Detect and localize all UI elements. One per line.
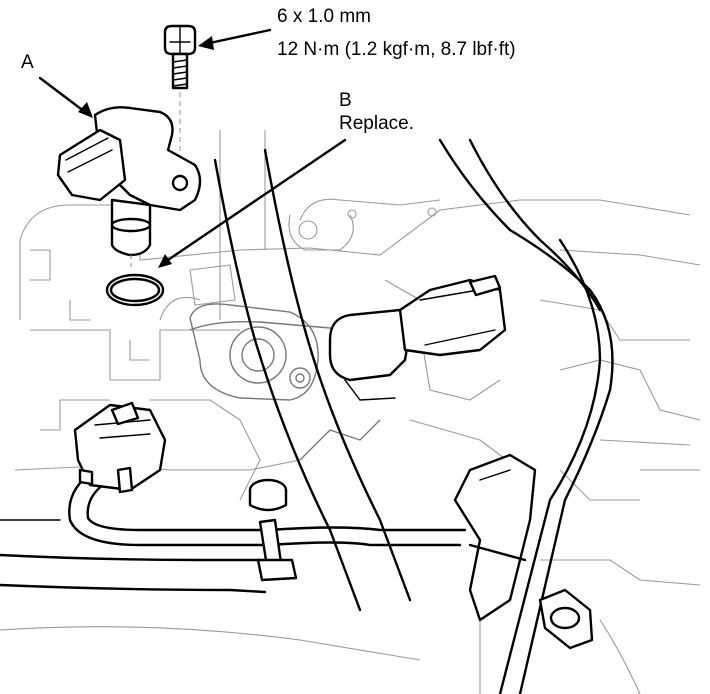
bolt-torque-label: 12 N·m (1.2 kgf·m, 8.7 lbf·ft) [277,39,516,60]
part-b-note: Replace. [339,113,414,134]
bolt-size-label: 6 x 1.0 mm [277,6,371,27]
connector-icon-upper [328,274,507,401]
connector-icon-lower [68,401,467,547]
sensor-icon [56,106,202,270]
lower-frame-lines [0,519,421,661]
label-b-leader [158,138,347,268]
hose-clip-icon [468,543,594,650]
sensor-port-background [189,303,319,401]
part-b-label: B [339,90,352,111]
bolt-icon [163,24,197,175]
hose-icon [213,138,614,694]
clamp-icon [248,478,298,582]
bolt-leader-arrow [198,28,272,50]
part-a-label: A [21,52,34,73]
o-ring-icon [105,273,165,307]
label-a-leader [38,76,93,118]
engine-block-background [14,130,701,694]
